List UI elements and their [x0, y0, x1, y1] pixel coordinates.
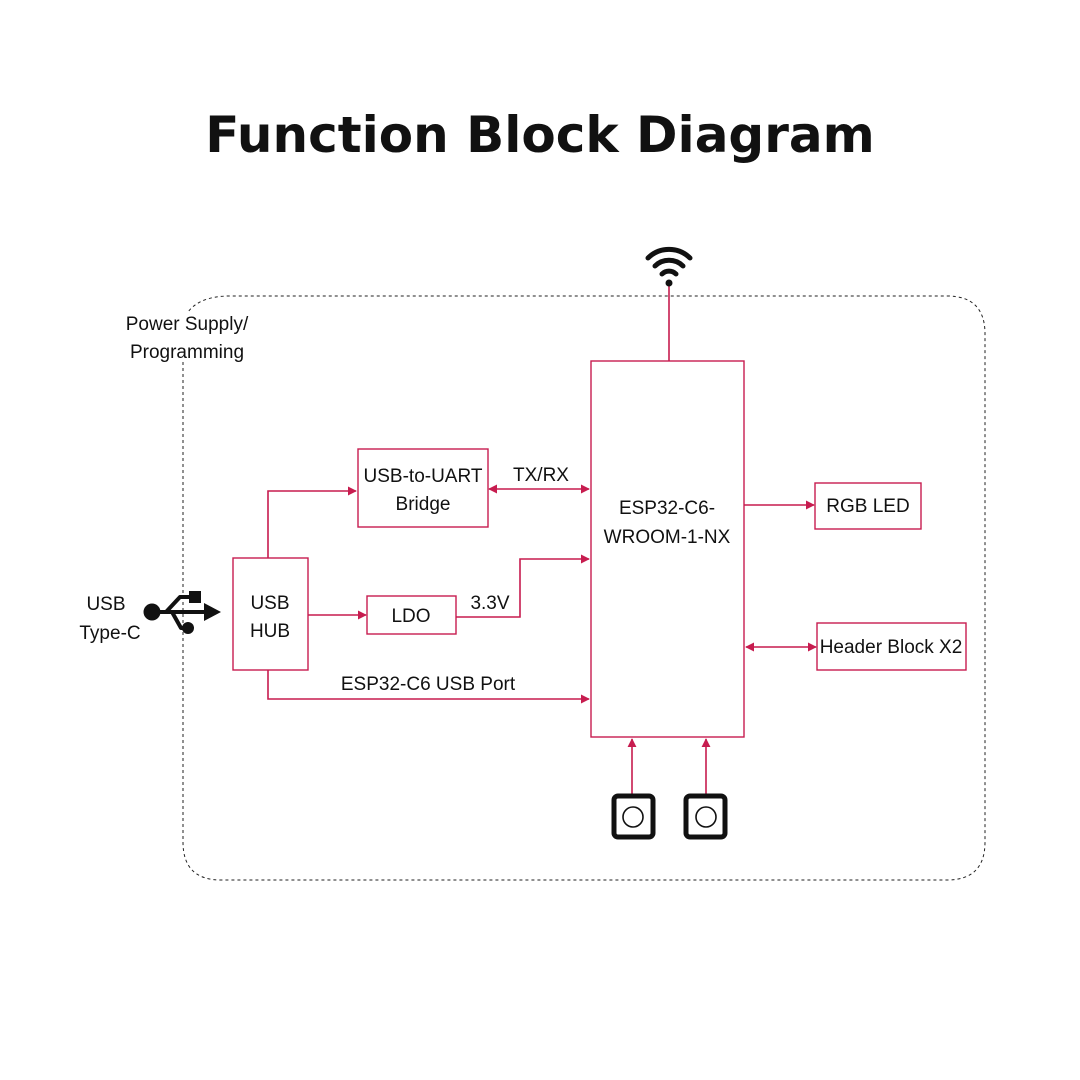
header-block: [816, 622, 967, 671]
wire-hub-usb-port: [267, 670, 590, 704]
esp32-module-block: [590, 360, 745, 738]
boundary-label-line1: Power Supply/: [126, 314, 249, 335]
power-programming-boundary: [182, 295, 986, 881]
ldo-label: LDO: [391, 606, 430, 627]
usb-connector-label-line2: Type-C: [79, 623, 140, 644]
uart-bridge-label-line2: Bridge: [396, 494, 451, 515]
wire-ldo-3v3: [456, 554, 590, 618]
page-title: Function Block Diagram: [205, 106, 874, 164]
boundary-label-line2: Programming: [130, 342, 244, 363]
usb-connector-label-line1: USB: [86, 594, 125, 615]
esp32-label-line2: WROOM-1-NX: [604, 527, 731, 548]
uart-bridge-label-line1: USB-to-UART: [364, 466, 483, 487]
esp32-label-line1: ESP32-C6-: [619, 498, 715, 519]
push-button-icon: [611, 793, 656, 840]
wire-hub-to-uart: [267, 486, 357, 558]
signal-label-3v3: 3.3V: [470, 593, 509, 614]
header-block-label: Header Block X2: [820, 637, 963, 658]
usb-hub-label-line2: HUB: [250, 621, 290, 642]
rgb-led-block: [814, 482, 922, 530]
signal-label-txrx: TX/RX: [513, 465, 569, 486]
usb-hub-block: [232, 557, 309, 671]
usb-hub-label-line1: USB: [250, 593, 289, 614]
wifi-icon: [645, 246, 693, 287]
usb-icon: [143, 591, 221, 634]
connection-wires: [267, 283, 817, 795]
push-button-icon: [683, 793, 728, 840]
signal-label-usb-port: ESP32-C6 USB Port: [341, 674, 516, 695]
uart-bridge-block: [357, 448, 489, 528]
ldo-block: [366, 595, 457, 635]
rgb-led-label: RGB LED: [826, 496, 909, 517]
